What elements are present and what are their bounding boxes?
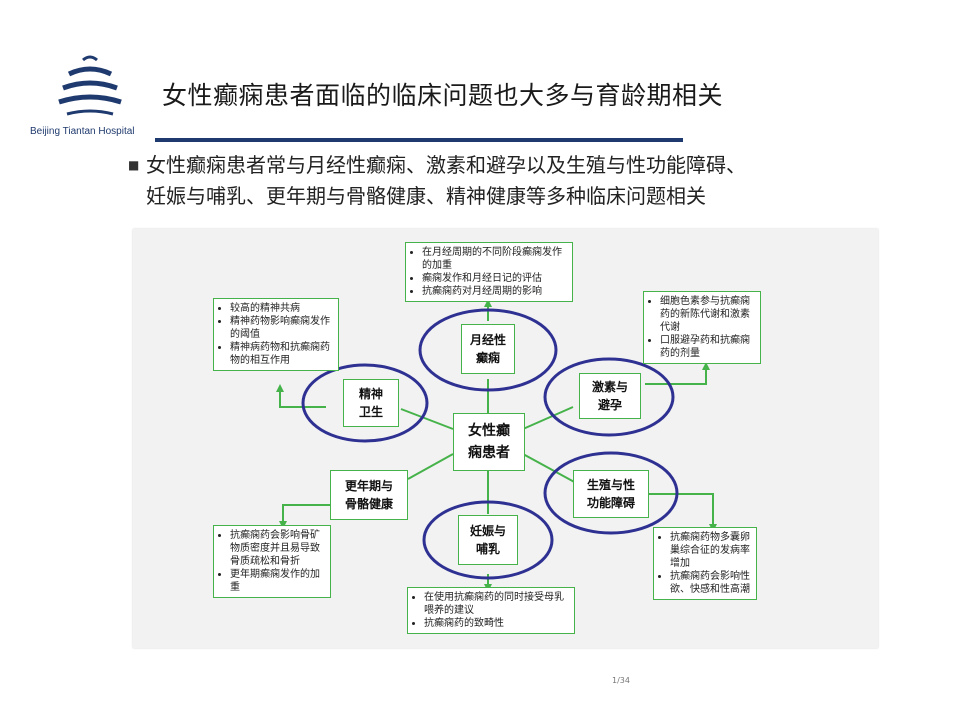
note-item: 精神药物影响癫痫发作的阈值 bbox=[230, 315, 334, 341]
bullet-line-1: 女性癫痫患者常与月经性癫痫、激素和避孕以及生殖与性功能障碍、 bbox=[146, 153, 746, 177]
note-item: 精神病药物和抗癫痫药物的相互作用 bbox=[230, 341, 334, 367]
note-mental: 较高的精神共病 精神药物影响癫痫发作的阈值 精神病药物和抗癫痫药物的相互作用 bbox=[213, 298, 339, 371]
bullet-square-icon: ■ bbox=[128, 158, 140, 172]
note-item: 细胞色素参与抗癫痫药的新陈代谢和激素代谢 bbox=[660, 295, 756, 334]
note-item: 较高的精神共病 bbox=[230, 302, 334, 315]
topic-menstrual-epilepsy: 月经性 癫痫 bbox=[461, 324, 515, 374]
note-item: 口服避孕药和抗癫痫药的剂量 bbox=[660, 334, 756, 360]
note-hormone: 细胞色素参与抗癫痫药的新陈代谢和激素代谢 口服避孕药和抗癫痫药的剂量 bbox=[643, 291, 761, 364]
note-item: 癫痫发作和月经日记的评估 bbox=[422, 272, 568, 285]
note-item: 抗癫痫药物多囊卵巢综合征的发病率增加 bbox=[670, 531, 752, 570]
note-pregnancy: 在使用抗癫痫药的同时接受母乳喂养的建议 抗癫痫药的致畸性 bbox=[407, 587, 575, 634]
topic-menopause-bone-health: 更年期与 骨骼健康 bbox=[330, 470, 408, 520]
bullet-line-2: 妊娠与哺乳、更年期与骨骼健康、精神健康等多种临床问题相关 bbox=[146, 184, 706, 208]
ring-mental bbox=[301, 363, 429, 443]
link-center-hormone bbox=[522, 406, 574, 430]
link-reproductive-note bbox=[645, 493, 714, 527]
hospital-logo: Beijing Tiantan Hospital bbox=[30, 52, 160, 142]
link-mental-note bbox=[279, 389, 326, 408]
topic-mental-health: 精神 卫生 bbox=[343, 379, 399, 427]
slide-title: 女性癫痫患者面临的临床问题也大多与育龄期相关 bbox=[162, 81, 724, 110]
link-center-reproductive bbox=[522, 453, 579, 485]
note-item: 在月经周期的不同阶段癫痫发作的加重 bbox=[422, 246, 568, 272]
note-item: 抗癫痫药会影响骨矿物质密度并且易导致骨质疏松和骨折 bbox=[230, 529, 326, 568]
link-hormone-note bbox=[645, 367, 707, 385]
note-item: 抗癫痫药会影响性欲、快感和性高潮 bbox=[670, 570, 752, 596]
ring-hormone bbox=[543, 357, 675, 437]
topic-pregnancy-lactation: 妊娠与 哺乳 bbox=[458, 515, 518, 565]
note-menstrual: 在月经周期的不同阶段癫痫发作的加重 癫痫发作和月经日记的评估 抗癫痫药对月经周期… bbox=[405, 242, 573, 302]
ring-pregnancy bbox=[422, 500, 554, 580]
connector-lines bbox=[276, 299, 717, 592]
ring-menstrual bbox=[418, 308, 558, 392]
temple-of-heaven-icon bbox=[58, 55, 122, 116]
link-center-menopause bbox=[407, 453, 454, 480]
topic-reproductive-sexual-dysfunction: 生殖与性 功能障碍 bbox=[573, 470, 649, 518]
link-menopause-note bbox=[282, 504, 330, 524]
note-item: 更年期癫痫发作的加重 bbox=[230, 568, 326, 594]
topic-hormone-contraception: 激素与 避孕 bbox=[579, 373, 641, 419]
ring-reproductive bbox=[543, 451, 679, 535]
logo-text: Beijing Tiantan Hospital bbox=[30, 126, 135, 137]
center-node-female-epilepsy-patients: 女性癫 痫患者 bbox=[453, 413, 525, 471]
note-menopause: 抗癫痫药会影响骨矿物质密度并且易导致骨质疏松和骨折 更年期癫痫发作的加重 bbox=[213, 525, 331, 598]
link-center-mental bbox=[400, 408, 454, 430]
note-item: 抗癫痫药的致畸性 bbox=[424, 617, 570, 630]
note-item: 抗癫痫药对月经周期的影响 bbox=[422, 285, 568, 298]
page-number: 1/34 bbox=[612, 676, 630, 685]
title-divider bbox=[155, 138, 683, 142]
note-item: 在使用抗癫痫药的同时接受母乳喂养的建议 bbox=[424, 591, 570, 617]
mind-map-diagram: 在月经周期的不同阶段癫痫发作的加重 癫痫发作和月经日记的评估 抗癫痫药对月经周期… bbox=[133, 229, 878, 648]
note-reproductive: 抗癫痫药物多囊卵巢综合征的发病率增加 抗癫痫药会影响性欲、快感和性高潮 bbox=[653, 527, 757, 600]
bullet-point: ■ 女性癫痫患者常与月经性癫痫、激素和避孕以及生殖与性功能障碍、 妊娠与哺乳、更… bbox=[128, 150, 868, 212]
